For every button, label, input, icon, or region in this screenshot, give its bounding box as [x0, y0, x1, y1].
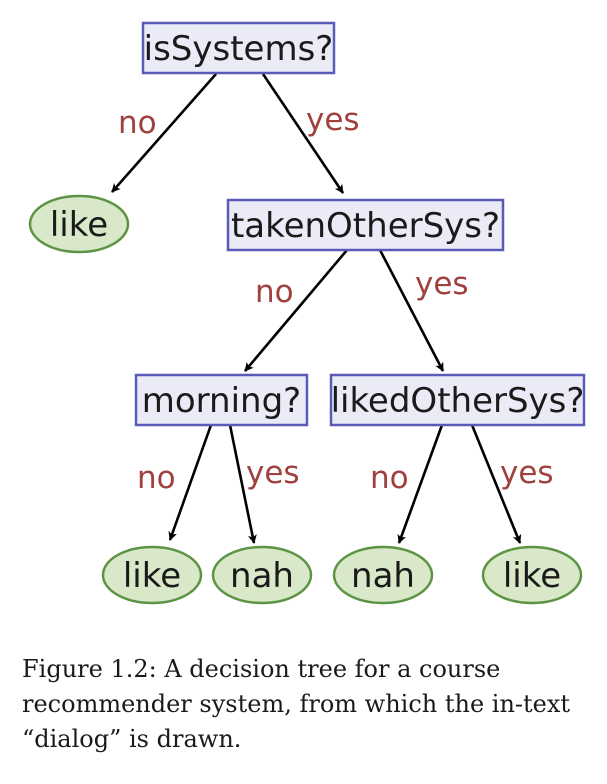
decision-node-taken-other-sys: takenOtherSys?	[226, 198, 505, 252]
edge-morning-yes	[228, 424, 257, 544]
edge-label-taken-no: no	[255, 274, 294, 310]
leaf-node-label: like	[123, 556, 181, 596]
leaf-node-like: like	[481, 545, 583, 605]
leaf-node-like: like	[101, 545, 203, 605]
decision-tree-diagram: no yes no yes no yes no yes isSystems? t…	[28, 21, 586, 605]
edge-label-morning-yes: yes	[246, 455, 300, 491]
leaf-node-label: nah	[230, 556, 294, 596]
decision-node-label: likedOtherSys?	[331, 381, 585, 421]
leaf-node-label: like	[503, 556, 561, 596]
edge-label-root-yes: yes	[306, 102, 360, 138]
edge-label-morning-no: no	[137, 460, 176, 496]
leaf-node-nah: nah	[332, 545, 434, 605]
leaf-node-label: like	[50, 205, 108, 245]
leaf-node-label: nah	[351, 556, 415, 596]
decision-node-label: takenOtherSys?	[231, 206, 500, 246]
edge-root-yes	[261, 73, 345, 194]
decision-node-label: isSystems?	[144, 29, 334, 69]
leaf-node-nah: nah	[211, 545, 313, 605]
edge-morning-no	[168, 424, 213, 541]
edge-taken-yes	[378, 249, 445, 372]
leaf-node-like: like	[28, 194, 130, 254]
decision-node-is-systems: isSystems?	[141, 21, 336, 75]
edge-label-root-no: no	[118, 105, 157, 141]
edge-label-liked-no: no	[370, 460, 409, 496]
edge-liked-yes	[470, 424, 522, 544]
decision-node-liked-other-sys: likedOtherSys?	[329, 373, 586, 427]
edge-taken-no	[244, 249, 348, 372]
decision-node-morning: morning?	[134, 373, 309, 427]
decision-node-label: morning?	[142, 381, 301, 421]
edge-liked-no	[397, 424, 444, 544]
figure-caption: Figure 1.2: A decision tree for a course…	[22, 655, 571, 753]
edge-label-taken-yes: yes	[415, 266, 469, 302]
edge-root-no	[111, 73, 217, 193]
edge-label-liked-yes: yes	[500, 455, 554, 491]
